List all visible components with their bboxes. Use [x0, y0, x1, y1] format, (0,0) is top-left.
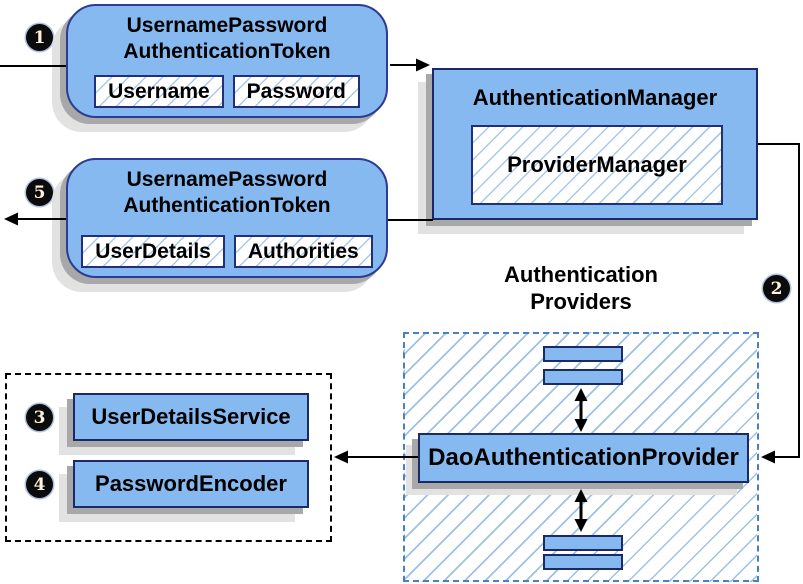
provider-placeholder-bar	[543, 554, 623, 570]
username-field-box: Username	[94, 75, 224, 108]
request-token-title-line2: AuthenticationToken	[123, 40, 331, 63]
provider-placeholder-bar	[543, 346, 623, 362]
authorities-field-box: Authorities	[233, 235, 373, 268]
password-encoder-box: PasswordEncoder	[73, 460, 309, 508]
user-details-service-box: UserDetailsService	[73, 393, 309, 441]
step-4-badge: 4	[26, 471, 53, 498]
request-token-title: UsernamePassword AuthenticationToken	[123, 13, 330, 65]
authentication-manager-title: AuthenticationManager	[472, 85, 718, 110]
services-group-box	[5, 373, 332, 542]
authentication-providers-label-line1: Authentication	[504, 262, 658, 287]
request-token-title-line1: UsernamePassword	[126, 14, 328, 37]
provider-placeholder-bar	[543, 535, 623, 551]
dao-authentication-provider-box: DaoAuthenticationProvider	[418, 433, 749, 483]
response-token-title-line2: AuthenticationToken	[123, 194, 331, 217]
response-token-box: UsernamePassword AuthenticationToken Use…	[66, 158, 388, 278]
provider-placeholder-bar	[543, 369, 623, 385]
provider-manager-box: ProviderManager	[471, 125, 723, 205]
step-1-badge: 1	[26, 24, 53, 51]
response-token-title: UsernamePassword AuthenticationToken	[123, 167, 330, 219]
password-field-box: Password	[232, 75, 360, 108]
step-2-badge: 2	[763, 275, 790, 302]
outgoing-response-arrow	[4, 212, 66, 226]
request-token-fields: Username Password	[68, 75, 386, 108]
userdetails-field-box: UserDetails	[81, 235, 225, 268]
token-to-manager-arrow	[390, 58, 430, 72]
manager-to-dao-connector	[758, 143, 800, 464]
response-token-title-line1: UsernamePassword	[126, 168, 328, 191]
response-token-fields: UserDetails Authorities	[68, 235, 386, 268]
step-5-badge: 5	[26, 179, 53, 206]
step-3-badge: 3	[26, 404, 53, 431]
authentication-providers-label: Authentication Providers	[456, 261, 706, 315]
authentication-providers-label-line2: Providers	[530, 289, 632, 314]
authentication-manager-box: AuthenticationManager ProviderManager	[432, 68, 758, 220]
request-token-box: UsernamePassword AuthenticationToken Use…	[66, 4, 388, 118]
